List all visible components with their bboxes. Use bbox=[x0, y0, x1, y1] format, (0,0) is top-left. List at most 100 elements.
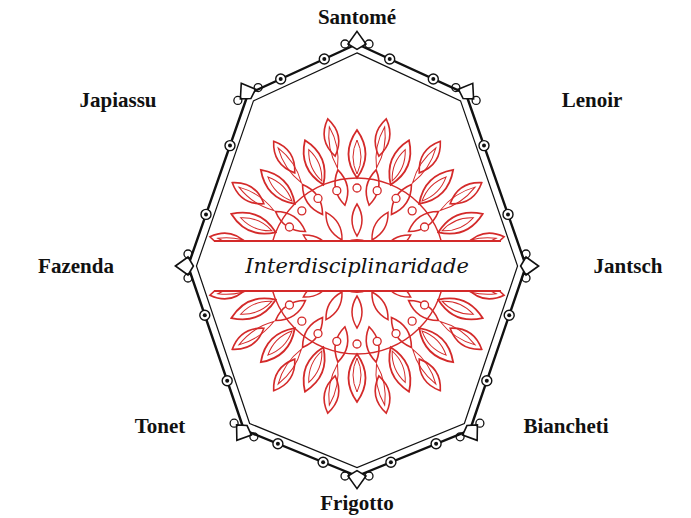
curl-ornament bbox=[341, 472, 349, 480]
scroll-dot bbox=[389, 460, 393, 464]
mandala-bead bbox=[314, 330, 322, 338]
mandala-petal bbox=[228, 292, 279, 326]
mandala-petal bbox=[419, 174, 449, 204]
author-name: Jantsch bbox=[594, 254, 663, 279]
curl-ornament bbox=[254, 84, 262, 92]
mandala-petal bbox=[298, 314, 328, 351]
curl-ornament bbox=[522, 250, 530, 258]
author-name: Frigotto bbox=[320, 491, 393, 516]
mandala-petal bbox=[372, 118, 393, 158]
scroll-dot bbox=[507, 313, 511, 317]
scroll-dot bbox=[322, 57, 326, 61]
scroll-dot bbox=[276, 442, 280, 446]
mandala-petal bbox=[383, 344, 417, 395]
mandala-petal bbox=[413, 137, 446, 176]
curl-ornament bbox=[250, 433, 258, 441]
mandala-petal bbox=[435, 292, 486, 326]
mandala-petal bbox=[352, 296, 362, 328]
scroll-ornament bbox=[200, 310, 210, 320]
mandala-petal bbox=[298, 181, 328, 218]
red-mandala bbox=[209, 118, 506, 415]
mandala-petal bbox=[228, 322, 267, 355]
mandala-petal bbox=[332, 326, 351, 364]
mandala-petal bbox=[305, 349, 325, 383]
curl-ornament bbox=[234, 96, 242, 104]
scroll-ornament bbox=[386, 457, 396, 467]
curl-ornament bbox=[365, 472, 373, 480]
mandala-petal bbox=[440, 298, 474, 318]
scroll-dot bbox=[225, 379, 229, 383]
mandala-petal bbox=[268, 355, 301, 394]
curl-ornament bbox=[522, 274, 530, 282]
mandala-bead bbox=[298, 207, 306, 215]
author-name: Santomé bbox=[318, 5, 396, 30]
mandala-petal bbox=[383, 137, 417, 188]
mandala-petal bbox=[265, 328, 295, 358]
curl-ornament bbox=[184, 274, 192, 282]
mandala-petal bbox=[228, 206, 279, 240]
vertex-ornament bbox=[458, 83, 473, 98]
mandala-petal bbox=[326, 126, 341, 169]
scroll-dot bbox=[204, 212, 208, 216]
mandala-petal bbox=[413, 322, 459, 368]
mandala-petal bbox=[321, 374, 342, 414]
scroll-ornament bbox=[276, 74, 286, 84]
mandala-petal bbox=[446, 322, 485, 355]
scroll-ornament bbox=[479, 141, 489, 151]
mandala-bead bbox=[421, 223, 429, 231]
mandala-petal bbox=[255, 164, 301, 210]
curl-ornament bbox=[452, 84, 460, 92]
mandala-bead bbox=[392, 194, 400, 202]
mandala-petal bbox=[352, 204, 362, 236]
vertex-ornament bbox=[240, 83, 255, 98]
mandala-petal bbox=[305, 148, 325, 182]
mandala-petal bbox=[272, 295, 309, 325]
mandala-petal bbox=[373, 126, 388, 169]
vertex-ornament bbox=[348, 471, 366, 489]
author-name: Fazenda bbox=[38, 254, 114, 279]
mandala-bead bbox=[373, 337, 381, 345]
mandala-petal bbox=[239, 298, 273, 318]
vertex-ornament bbox=[463, 425, 478, 440]
band-rule bbox=[214, 290, 501, 292]
mandala-petal bbox=[272, 207, 309, 237]
mandala-petal bbox=[372, 374, 393, 414]
mandala-petal bbox=[413, 355, 446, 394]
curl-ornament bbox=[456, 433, 464, 441]
mandala-petal bbox=[322, 289, 347, 322]
scroll-dot bbox=[279, 77, 283, 81]
scroll-ornament bbox=[201, 209, 211, 219]
mandala-bead bbox=[421, 301, 429, 309]
scroll-dot bbox=[203, 313, 207, 317]
scroll-dot bbox=[228, 144, 232, 148]
scroll-dot bbox=[434, 442, 438, 446]
band-rule bbox=[214, 240, 501, 242]
mandala-bead bbox=[298, 317, 306, 325]
scroll-dot bbox=[388, 57, 392, 61]
curl-ornament bbox=[472, 96, 480, 104]
mandala-petal bbox=[389, 349, 409, 383]
mandala-petal bbox=[268, 137, 301, 176]
scroll-ornament bbox=[431, 439, 441, 449]
curl-ornament bbox=[365, 40, 373, 48]
mandala-bead bbox=[314, 194, 322, 202]
scroll-dot bbox=[431, 77, 435, 81]
scroll-ornament bbox=[504, 310, 514, 320]
mandala-petal bbox=[363, 169, 382, 207]
band-title: Interdisciplinaridade bbox=[245, 254, 469, 278]
frame-outer bbox=[188, 44, 526, 476]
ornate-frame bbox=[175, 31, 538, 488]
scroll-dot bbox=[482, 144, 486, 148]
scroll-ornament bbox=[225, 141, 235, 151]
mandala-bead bbox=[285, 223, 293, 231]
mandala-petal bbox=[297, 344, 331, 395]
mandala-petal bbox=[297, 137, 331, 188]
mandala-bead bbox=[285, 301, 293, 309]
mandala-petal bbox=[239, 214, 273, 234]
mandala-bead bbox=[392, 330, 400, 338]
mandala-petal bbox=[255, 322, 301, 368]
scroll-ornament bbox=[385, 54, 395, 64]
mandala-petal bbox=[322, 210, 347, 243]
scroll-ornament bbox=[222, 376, 232, 386]
mandala-petal bbox=[386, 314, 416, 351]
